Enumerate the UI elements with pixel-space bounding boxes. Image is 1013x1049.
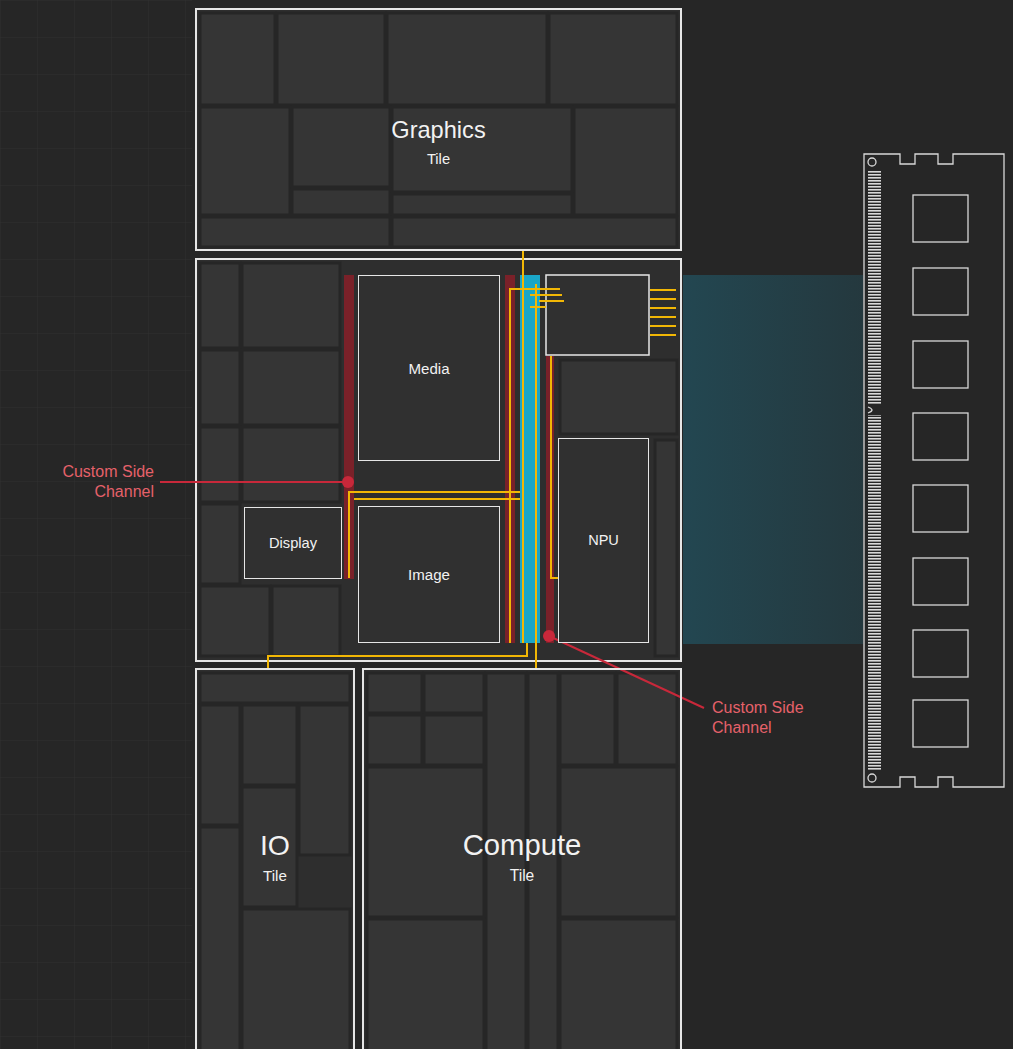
block-subtitle: Tile <box>197 150 680 168</box>
block-name: Compute <box>364 827 680 863</box>
io-tile: IO Tile <box>195 668 355 1049</box>
callout-label: Custom Side Channel <box>44 462 154 502</box>
block-name: Graphics <box>197 116 680 145</box>
image-block: Image <box>358 506 500 643</box>
block-name: IO <box>197 827 353 863</box>
block-subtitle: Tile <box>364 866 680 885</box>
display-block: Display <box>244 507 342 579</box>
block-name: Display <box>245 534 341 553</box>
block-name: Image <box>359 565 499 584</box>
block-name: NPU <box>559 531 648 550</box>
callout-label: Custom Side Channel <box>712 698 822 738</box>
npu-block: NPU <box>558 438 649 643</box>
media-block: Media <box>358 275 500 461</box>
block-name: Media <box>359 359 499 378</box>
graphics-tile: GraphicsTile <box>195 8 682 251</box>
compute-tile: ComputeTile <box>362 668 682 1049</box>
block-subtitle: Tile <box>197 866 353 885</box>
